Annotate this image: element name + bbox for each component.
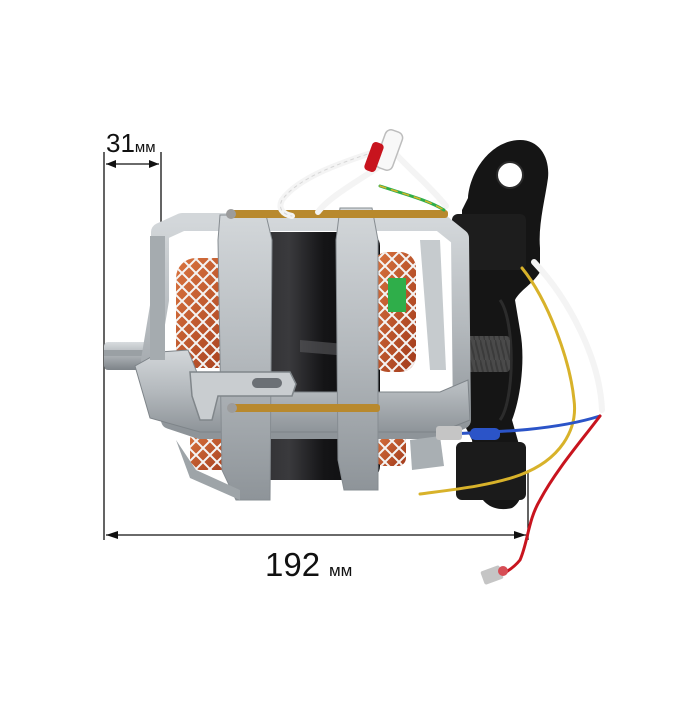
shaft-length-label: 31мм [106,130,156,156]
total-length-value: 192 [265,546,321,583]
shaft-length-value: 31 [106,128,135,158]
terminals [364,129,508,585]
copper-windings [176,252,416,470]
total-length-unit: мм [328,561,353,580]
total-length-label: 192 мм [265,548,352,581]
rear-plastic-housing [452,140,549,510]
shaft-length-unit: мм [134,139,156,156]
aluminum-frame [134,207,471,501]
